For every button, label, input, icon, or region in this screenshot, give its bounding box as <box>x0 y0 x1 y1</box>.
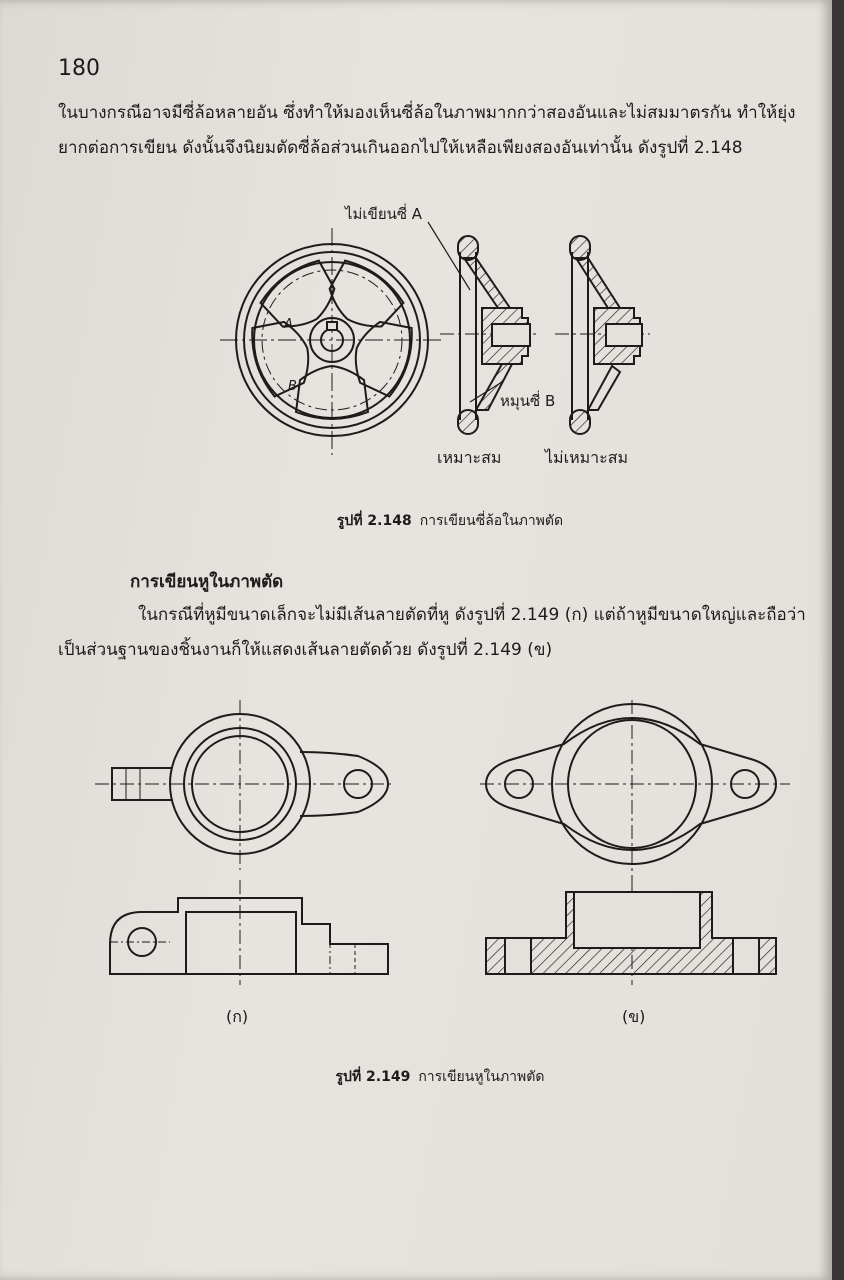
figure-148-caption-text: การเขียนซี่ล้อในภาพตัด <box>419 513 564 529</box>
spoke-label-a: A <box>283 317 293 332</box>
figure-148-unsuitable-section <box>555 235 650 435</box>
figure-149a-front-section <box>109 880 389 985</box>
figure-148-caption: รูปที่ 2.148 การเขียนซี่ล้อในภาพตัด <box>300 510 600 532</box>
figure-149b-top-view <box>480 700 790 880</box>
label-rotate-spoke: หมุนซี่ B <box>500 390 555 411</box>
figure-149a-top-view <box>95 700 395 870</box>
intro-paragraph: ในบางกรณีอาจมีซี่ล้อหลายอัน ซึ่งทำให้มอง… <box>58 103 796 158</box>
spoke-label-b: B <box>288 379 297 394</box>
label-not-draw-spoke: ไม่เขียนซี่ A <box>344 203 423 223</box>
lug-paragraph: ในกรณีที่หูมีขนาดเล็กจะไม่มีเส้นลายตัดที… <box>58 605 806 660</box>
section-heading: การเขียนหูในภาพตัด <box>130 572 284 592</box>
figure-148-caption-number: รูปที่ 2.148 <box>336 513 412 529</box>
figure-149-caption-number: รูปที่ 2.149 <box>335 1069 411 1085</box>
label-not-suitable: ไม่เหมาะสม <box>543 448 628 467</box>
figure-149-caption: รูปที่ 2.149 การเขียนหูในภาพตัด <box>290 1066 590 1088</box>
figure-148-suitable-section <box>440 235 540 435</box>
figure-149b-label: (ข) <box>622 1007 645 1026</box>
figure-149b-front-section <box>485 880 777 985</box>
figure-149a-label: (ก) <box>226 1007 248 1026</box>
figure-149-caption-text: การเขียนหูในภาพตัด <box>418 1069 545 1085</box>
figure-148-wheel-front-view <box>220 228 445 455</box>
label-suitable: เหมาะสม <box>437 448 501 467</box>
page-number: 180 <box>58 56 100 81</box>
